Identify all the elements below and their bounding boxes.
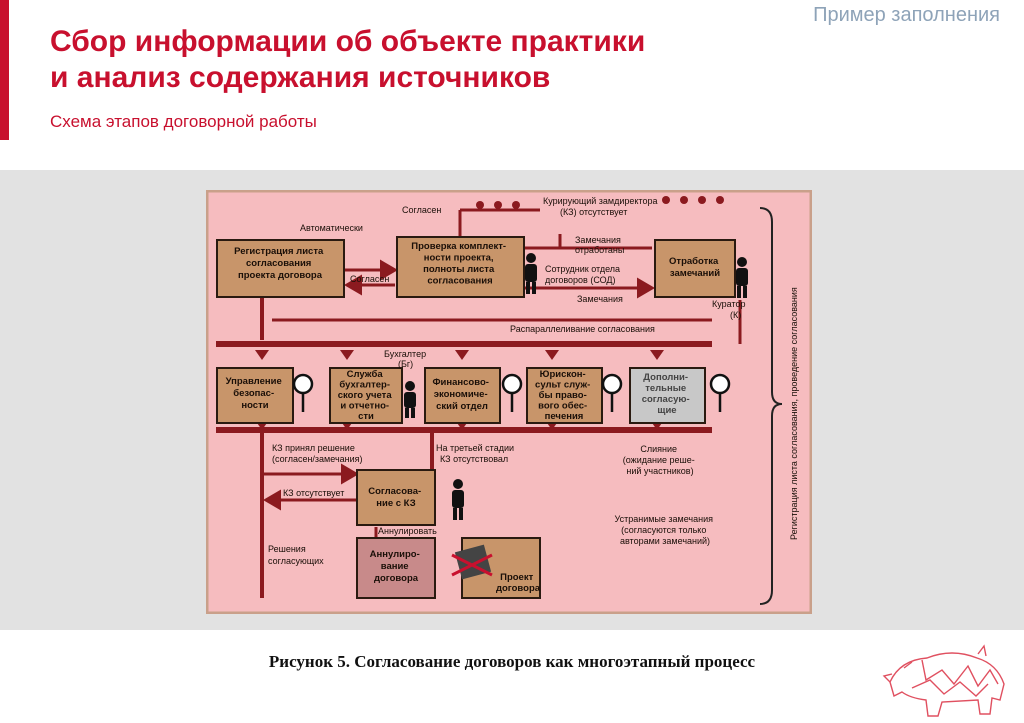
label-remarks-done: Замечания отработаны bbox=[575, 235, 624, 255]
box-text-finance: Финансово- экономиче- ский отдел bbox=[432, 377, 491, 412]
dot-icon bbox=[476, 201, 484, 209]
box-text-security: Управление безопас- ности bbox=[226, 376, 285, 411]
box-rework bbox=[654, 239, 736, 298]
label-curator-deputy: Курирующий замдиректора (КЗ) отсутствует bbox=[543, 196, 660, 217]
box-kz-approval bbox=[356, 469, 436, 526]
box-check bbox=[396, 236, 525, 298]
crossed-document-icon bbox=[451, 544, 493, 580]
label-kz-decision: КЗ принял решение (согласен/замечания) bbox=[272, 443, 363, 464]
connectors bbox=[216, 208, 742, 598]
left-accent-bar bbox=[0, 0, 9, 140]
dot-icon bbox=[698, 196, 706, 204]
box-text-accounting: Служба бухгалтер- ского учета и отчетно-… bbox=[338, 369, 395, 422]
person-icon bbox=[525, 253, 537, 294]
arrow-icon bbox=[545, 350, 559, 360]
label-annul-action: Аннулировать bbox=[378, 526, 437, 536]
box-text-annul: Аннулиро- вание договора bbox=[370, 549, 423, 584]
down-arrow-markers bbox=[255, 196, 724, 430]
label-agreed-left: Согласен bbox=[350, 274, 389, 284]
arrow-icon bbox=[455, 350, 469, 360]
label-decisions: Решения согласующих bbox=[268, 544, 324, 566]
page-title: Сбор информации об объекте практики и ан… bbox=[50, 24, 910, 96]
box-text-project: Проект договора bbox=[496, 572, 541, 594]
title-line-2: и анализ содержания источников bbox=[50, 61, 551, 94]
title-line-1: Сбор информации об объекте практики bbox=[50, 25, 646, 58]
label-automatic: Автоматически bbox=[300, 223, 363, 233]
rhino-logo-icon bbox=[882, 644, 1005, 717]
box-text-rework: Отработка замечаний bbox=[669, 256, 721, 279]
arrow-icon bbox=[650, 350, 664, 360]
person-icon bbox=[736, 257, 748, 298]
page-subtitle: Схема этапов договорной работы bbox=[50, 112, 317, 131]
box-text-additional: Дополни- тельные согласую- щие bbox=[642, 372, 693, 416]
dot-icon bbox=[716, 196, 724, 204]
box-security bbox=[216, 367, 294, 424]
label-remarks: Замечания bbox=[577, 294, 623, 304]
magnifier-icon bbox=[501, 373, 523, 412]
dot-icon bbox=[512, 201, 520, 209]
magnifier-icons bbox=[292, 373, 731, 412]
box-accounting bbox=[329, 367, 403, 424]
label-agreed-top: Согласен bbox=[402, 205, 441, 215]
label-merge: Слияние (ожидание реше- ний участников) bbox=[623, 444, 697, 476]
box-annul bbox=[356, 537, 436, 599]
label-contracts-employee: Сотрудник отдела договоров (СОД) bbox=[545, 264, 623, 285]
sample-label: Пример заполнения bbox=[813, 4, 1000, 26]
dot-icon bbox=[662, 196, 670, 204]
label-kz-absent: КЗ отсутствует bbox=[283, 488, 344, 498]
magnifier-icon bbox=[292, 373, 314, 412]
label-vertical: Регистрация листа согласования, проведен… bbox=[789, 287, 799, 540]
figure-caption: Рисунок 5. Согласование договоров как мн… bbox=[268, 652, 756, 671]
right-brace bbox=[759, 207, 783, 605]
person-icons bbox=[404, 253, 748, 520]
arrow-icon bbox=[255, 350, 269, 360]
box-text-legal: Юрискон- сульт служ- бы право- вого обес… bbox=[535, 369, 593, 422]
box-registration bbox=[216, 239, 345, 298]
box-finance bbox=[424, 367, 501, 424]
label-third-stage: На третьей стадии КЗ отсутствовал bbox=[436, 443, 517, 464]
person-icon bbox=[452, 479, 464, 520]
box-text-check: Проверка комплект- ности проекта, полнот… bbox=[411, 241, 508, 287]
magnifier-icon bbox=[601, 373, 623, 412]
box-legal bbox=[526, 367, 603, 424]
magnifier-icon bbox=[709, 373, 731, 412]
dot-icon bbox=[680, 196, 688, 204]
box-text-registration: Регистрация листа согласования проекта д… bbox=[234, 246, 326, 281]
box-additional bbox=[629, 367, 706, 424]
box-text-kz-approval: Согласова- ние с КЗ bbox=[368, 486, 424, 509]
dot-icon bbox=[494, 201, 502, 209]
arrow-icon bbox=[340, 350, 354, 360]
label-parallel: Распараллеливание согласования bbox=[510, 324, 655, 334]
label-curator: Куратор (К) bbox=[712, 299, 748, 320]
contract-workflow-diagram: Регистрация листа согласования проекта д… bbox=[206, 190, 812, 614]
label-accountant: Бухгалтер (Бг) bbox=[384, 349, 429, 369]
label-fixable: Устранимые замечания (согласуются только… bbox=[614, 514, 715, 546]
person-icon bbox=[404, 381, 416, 418]
